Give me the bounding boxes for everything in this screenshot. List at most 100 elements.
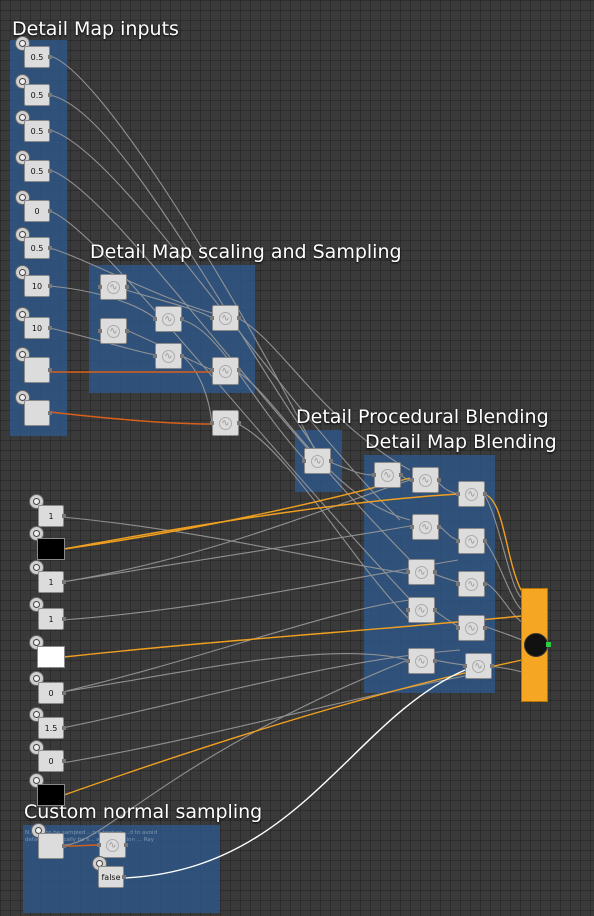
input-value-node[interactable]: 0 (38, 750, 66, 772)
input-port[interactable] (406, 607, 410, 612)
input-port[interactable] (210, 420, 214, 425)
sampling-node[interactable] (98, 318, 129, 344)
input-port[interactable] (410, 524, 414, 529)
output-port[interactable] (483, 491, 487, 496)
output-port[interactable] (433, 607, 437, 612)
output-port[interactable] (237, 368, 241, 373)
input-vector-node[interactable] (24, 400, 52, 426)
input-port[interactable] (456, 625, 460, 630)
blend-node[interactable] (410, 467, 441, 493)
input-texture-node[interactable] (37, 784, 65, 806)
output-port[interactable] (48, 93, 52, 97)
output-port[interactable] (122, 875, 126, 879)
input-port[interactable] (372, 472, 376, 477)
multiply-node[interactable] (153, 306, 184, 332)
output-port[interactable] (48, 284, 52, 288)
output-port[interactable] (48, 410, 52, 415)
input-value-node[interactable]: 1.5 (38, 717, 66, 739)
output-port[interactable] (48, 169, 52, 173)
multiply-node[interactable] (153, 343, 184, 369)
input-value-node[interactable]: 0.5 (24, 46, 52, 68)
input-port[interactable] (456, 538, 460, 543)
output-port[interactable] (48, 55, 52, 59)
output-port[interactable] (48, 246, 52, 250)
input-value-node[interactable]: 0 (24, 200, 52, 222)
input-port[interactable] (210, 315, 214, 320)
input-value-node[interactable]: 10 (24, 275, 52, 297)
output-port[interactable] (433, 569, 437, 574)
output-port[interactable] (125, 284, 129, 289)
output-port[interactable] (483, 538, 487, 543)
output-port[interactable] (62, 514, 66, 518)
output-port[interactable] (237, 420, 241, 425)
procedural-blend-node[interactable] (302, 448, 333, 474)
input-value-node[interactable]: 0.5 (24, 120, 52, 142)
blend-node[interactable] (456, 571, 487, 597)
blend-node[interactable] (406, 559, 437, 585)
input-port[interactable] (97, 842, 101, 847)
blend-node[interactable] (406, 597, 437, 623)
blend-node[interactable] (406, 648, 437, 674)
output-node[interactable] (521, 588, 551, 702)
output-port[interactable] (48, 209, 52, 213)
blend-node[interactable] (456, 528, 487, 554)
input-port[interactable] (98, 328, 102, 333)
output-port[interactable] (433, 658, 437, 663)
input-value-node[interactable]: 1 (38, 505, 66, 527)
sample-texture-node[interactable] (210, 357, 241, 385)
input-port[interactable] (456, 491, 460, 496)
output-port[interactable] (62, 691, 66, 695)
output-port[interactable] (437, 524, 441, 529)
blend-node[interactable] (463, 653, 494, 679)
input-color-node[interactable] (37, 646, 65, 668)
input-value-node[interactable]: 0.5 (24, 84, 52, 106)
output-port[interactable] (62, 617, 66, 621)
output-port[interactable] (490, 663, 494, 668)
output-port[interactable] (180, 316, 184, 321)
input-port[interactable] (153, 353, 157, 358)
output-port[interactable] (124, 842, 128, 847)
input-vector-node[interactable] (24, 357, 52, 383)
output-port[interactable] (437, 477, 441, 482)
output-port[interactable] (180, 353, 184, 358)
input-port[interactable] (463, 663, 467, 668)
output-port[interactable] (48, 129, 52, 133)
output-port[interactable] (48, 367, 52, 372)
blend-node[interactable] (410, 514, 441, 540)
output-port[interactable] (62, 726, 66, 730)
input-value-node[interactable]: 0.5 (24, 237, 52, 259)
input-value-node[interactable]: 1 (38, 571, 66, 593)
boolean-node[interactable]: false (98, 866, 126, 888)
input-port[interactable] (153, 316, 157, 321)
output-port[interactable] (125, 328, 129, 333)
input-value-node[interactable]: 0 (38, 682, 66, 704)
input-port[interactable] (406, 569, 410, 574)
output-port[interactable] (48, 326, 52, 330)
output-port[interactable] (62, 759, 66, 763)
output-port[interactable] (399, 472, 403, 477)
input-value-node[interactable]: 1 (38, 608, 66, 630)
output-port[interactable] (483, 581, 487, 586)
input-texture-node[interactable] (37, 538, 65, 560)
input-port[interactable] (456, 581, 460, 586)
custom-normal-node[interactable] (97, 832, 128, 858)
input-port[interactable] (98, 284, 102, 289)
input-value-node[interactable]: 0.5 (24, 160, 52, 182)
output-port[interactable] (546, 642, 551, 647)
input-vector-node[interactable] (38, 833, 66, 859)
sampling-node[interactable] (98, 274, 129, 300)
blend-node[interactable] (456, 615, 487, 641)
output-port[interactable] (62, 580, 66, 584)
sample-texture-node[interactable] (210, 410, 241, 436)
input-value-node[interactable]: 10 (24, 317, 52, 339)
blend-node[interactable] (456, 481, 487, 507)
output-port[interactable] (62, 843, 66, 848)
input-port[interactable] (406, 658, 410, 663)
input-port[interactable] (302, 458, 306, 463)
sample-texture-node[interactable] (210, 305, 241, 331)
input-knob-icon[interactable] (29, 526, 44, 541)
output-port[interactable] (483, 625, 487, 630)
input-port[interactable] (210, 368, 214, 373)
output-port[interactable] (329, 458, 333, 463)
blend-node[interactable] (372, 462, 403, 488)
